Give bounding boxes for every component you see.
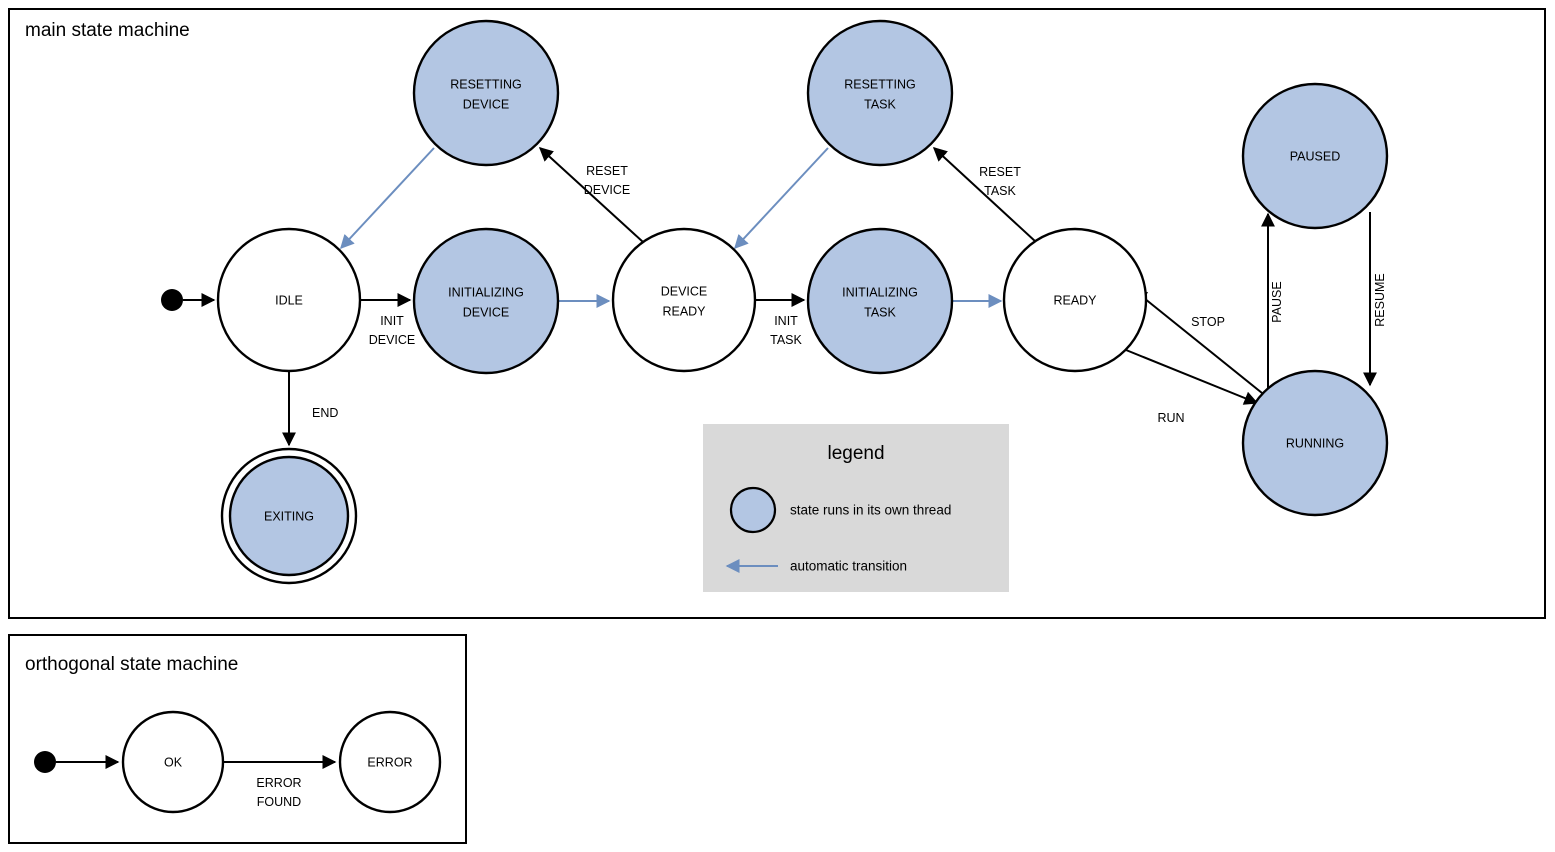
state-paused[interactable]: PAUSED [1241, 82, 1389, 230]
edge-label-init-task-line2: TASK [770, 333, 802, 347]
state-running-label: RUNNING [1286, 436, 1344, 450]
edge-label-end: END [312, 406, 338, 420]
state-initializing-device-label-line1: INITIALIZING [448, 285, 524, 299]
legend-thread-label: state runs in its own thread [790, 503, 951, 518]
state-idle[interactable]: IDLE [216, 227, 362, 373]
state-device-ready[interactable]: DEVICE READY [611, 227, 757, 373]
edge-label-error-found-line2: FOUND [257, 795, 301, 809]
edge-label-error-found-line1: ERROR [256, 776, 301, 790]
legend: legend state runs in its own thread auto… [703, 424, 1009, 592]
state-resetting-device[interactable]: RESETTING DEVICE [412, 19, 560, 167]
edge-ready-to-resetting-task [932, 147, 1037, 243]
state-resetting-task-circle [806, 19, 954, 167]
edge-resetting-task-to-device-ready [734, 147, 829, 250]
state-running-circle [1241, 369, 1389, 517]
state-initializing-task-label-line2: TASK [864, 305, 896, 319]
edge-running-to-ready [1132, 289, 1263, 394]
state-initializing-task-circle [806, 227, 954, 375]
main-state-machine-title: main state machine [25, 20, 190, 41]
state-exiting-label: EXITING [264, 509, 314, 523]
state-initializing-device-label-line2: DEVICE [463, 305, 510, 319]
state-idle-circle [216, 227, 362, 373]
state-device-ready-label-line1: DEVICE [661, 284, 708, 298]
edge-label-stop: STOP [1191, 315, 1225, 329]
edge-label-init-task-line1: INIT [774, 314, 798, 328]
state-resetting-device-label-line2: DEVICE [463, 97, 510, 111]
state-device-ready-label-line2: READY [662, 304, 706, 318]
orthogonal-state-machine-title: orthogonal state machine [25, 654, 238, 675]
state-paused-circle [1241, 82, 1389, 230]
state-initializing-device-circle [412, 227, 560, 375]
state-resetting-task-label-line1: RESETTING [844, 77, 916, 91]
edge-label-run: RUN [1157, 411, 1184, 425]
edge-label-reset-task-line2: TASK [984, 184, 1016, 198]
legend-thread-swatch-icon [729, 486, 777, 534]
legend-title: legend [827, 443, 884, 464]
edge-ready-to-running [1125, 349, 1259, 405]
legend-auto-label: automatic transition [790, 559, 907, 574]
state-paused-label: PAUSED [1290, 149, 1340, 163]
edge-label-reset-task-line1: RESET [979, 165, 1021, 179]
state-initializing-device[interactable]: INITIALIZING DEVICE [412, 227, 560, 375]
edge-label-pause: PAUSE [1270, 281, 1284, 322]
state-exiting-outer-ring [220, 447, 358, 585]
edge-label-reset-device-line1: RESET [586, 164, 628, 178]
state-ok[interactable]: OK [121, 710, 225, 814]
edge-device-ready-to-resetting-device [538, 147, 644, 243]
state-error-circle [338, 710, 442, 814]
state-device-ready-circle [611, 227, 757, 373]
state-idle-label: IDLE [275, 293, 303, 307]
edge-resetting-device-to-idle [340, 147, 435, 250]
state-ok-label: OK [164, 755, 183, 769]
edge-label-resume: RESUME [1373, 273, 1387, 326]
state-initializing-task[interactable]: INITIALIZING TASK [806, 227, 954, 375]
start-node-orthogonal [34, 751, 56, 773]
state-exiting[interactable]: EXITING [220, 447, 358, 585]
edge-label-init-device-line2: DEVICE [369, 333, 416, 347]
state-ready-circle [1002, 227, 1148, 373]
state-initializing-task-label-line1: INITIALIZING [842, 285, 918, 299]
state-resetting-device-label-line1: RESETTING [450, 77, 522, 91]
start-node-main [161, 289, 183, 311]
state-error[interactable]: ERROR [338, 710, 442, 814]
state-exiting-circle [228, 455, 350, 577]
state-running[interactable]: RUNNING [1241, 369, 1389, 517]
state-ready-label: READY [1053, 293, 1097, 307]
edge-label-reset-device-line2: DEVICE [584, 183, 631, 197]
state-resetting-task[interactable]: RESETTING TASK [806, 19, 954, 167]
state-resetting-device-circle [412, 19, 560, 167]
state-ok-circle [121, 710, 225, 814]
edge-label-init-device-line1: INIT [380, 314, 404, 328]
state-resetting-task-label-line2: TASK [864, 97, 896, 111]
state-ready[interactable]: READY [1002, 227, 1148, 373]
state-error-label: ERROR [367, 755, 412, 769]
